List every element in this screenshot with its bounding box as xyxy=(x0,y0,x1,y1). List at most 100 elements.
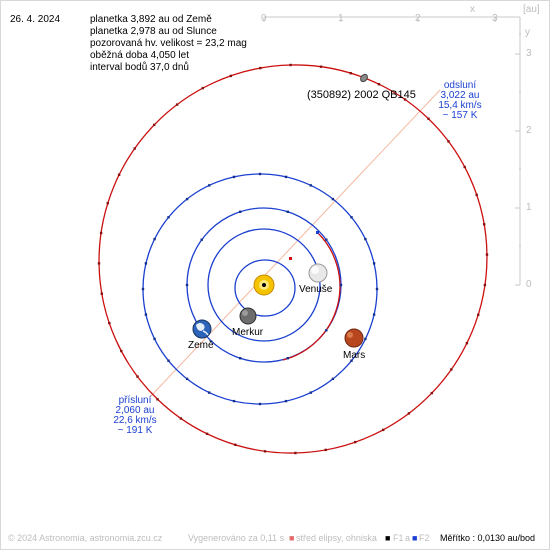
orbit-point xyxy=(447,140,450,143)
orbit-point xyxy=(175,103,179,106)
orbit-point xyxy=(205,432,209,435)
orbit-point xyxy=(483,223,486,226)
info-line: planetka 2,978 au od Slunce xyxy=(90,26,217,37)
orbit-point xyxy=(286,210,289,213)
orbit-point xyxy=(349,72,352,75)
mars-icon xyxy=(344,328,364,348)
orbit-point xyxy=(309,184,312,187)
orbit-point xyxy=(208,391,211,394)
planet-orbit-points xyxy=(141,172,379,406)
legend-f1-label: F1 xyxy=(393,533,404,543)
orbit-point xyxy=(234,443,237,446)
orbit-point xyxy=(309,391,312,394)
orbit-point xyxy=(167,359,170,362)
orbit-point xyxy=(259,66,262,70)
legend-f2-marker: ■ xyxy=(412,533,418,543)
asteroid-icon xyxy=(360,73,368,83)
aphelion-label: odsluní xyxy=(443,80,477,91)
orbit-point xyxy=(229,74,232,78)
orbit-point xyxy=(284,175,288,179)
orbit-point xyxy=(377,83,381,86)
orbit-point xyxy=(201,86,204,90)
info-line: oběžná doba 4,050 let xyxy=(90,50,189,61)
orbit-point xyxy=(153,237,156,241)
orbit-point xyxy=(133,147,136,150)
x-tick-label: 1 xyxy=(338,13,344,24)
sun-icon xyxy=(253,274,275,296)
orbit-point xyxy=(483,283,487,287)
orbit-point xyxy=(232,399,236,403)
x-axis-label: x xyxy=(470,4,475,15)
orbit-point xyxy=(427,117,430,120)
info-line: pozorovaná hv. velikost = 23,2 mag xyxy=(90,38,247,49)
orbit-point xyxy=(106,202,109,205)
orbit-point xyxy=(354,440,357,444)
orbit-point xyxy=(286,357,289,360)
orbit-point xyxy=(100,292,103,295)
orbit-point xyxy=(153,337,156,341)
legend-center-label: střed elipsy, ohniska xyxy=(296,533,377,543)
axis-minor-ticks xyxy=(519,33,521,247)
legend-a-label: a xyxy=(405,533,411,543)
orbit-point xyxy=(263,450,267,453)
orbit-point xyxy=(450,368,453,371)
orbit-point xyxy=(156,398,159,401)
generated-text: Vygenerováno za 0,11 s xyxy=(188,533,285,543)
orbit-point xyxy=(475,193,478,197)
copyright-text: © 2024 Astronomia, astronomia.zcu.cz xyxy=(8,533,163,543)
y-tick-label: 2 xyxy=(526,125,532,136)
x-tick-label: 3 xyxy=(492,13,498,24)
orbit-point xyxy=(364,337,367,341)
y-tick-label: 0 xyxy=(526,279,532,290)
x-tick-label: 2 xyxy=(415,13,421,24)
venus-orbit xyxy=(207,228,321,342)
orbit-point xyxy=(403,98,407,101)
mars-orbit-highlight xyxy=(282,231,341,361)
orbit-point xyxy=(117,173,121,176)
date-label: 26. 4. 2024 xyxy=(10,14,61,25)
orbit-point xyxy=(331,197,335,201)
scale-text: Měřítko : 0,0130 au/bod xyxy=(440,533,536,543)
venus-label: Venuše xyxy=(299,284,333,295)
mars-label: Mars xyxy=(343,350,366,361)
perihelion-distance: 2,060 au xyxy=(115,405,155,416)
orbit-point xyxy=(372,313,376,316)
orbit-point xyxy=(407,412,411,415)
earth-label: Země xyxy=(188,340,214,351)
orbit-point xyxy=(144,313,148,316)
axes xyxy=(263,16,521,286)
orbit-point xyxy=(200,238,203,241)
asteroid-name: (350892) 2002 QB145 xyxy=(307,89,416,101)
orbit-point xyxy=(465,342,469,345)
orbit-point xyxy=(239,210,242,213)
aphelion-speed: 15,4 km/s xyxy=(438,100,482,111)
orbit-point xyxy=(136,375,139,378)
orbit-point xyxy=(97,262,101,265)
orbit-point xyxy=(350,359,353,362)
orbit-point xyxy=(153,123,156,127)
info-line: interval bodů 37,0 dnů xyxy=(90,62,189,73)
perihelion-speed: 22,6 km/s xyxy=(113,415,157,426)
orbit-point xyxy=(430,391,433,395)
aphelion-distance: 3,022 au xyxy=(440,90,480,101)
legend-center-marker: ■ xyxy=(289,533,295,543)
legend-f1-marker: ■ xyxy=(385,533,391,543)
orbit-point xyxy=(185,197,189,201)
orbit-point xyxy=(324,448,327,452)
orbit-point xyxy=(364,237,367,241)
y-tick-label: 3 xyxy=(526,48,532,59)
orbit-point xyxy=(179,417,183,420)
info-line: planetka 3,892 au od Země xyxy=(90,14,212,25)
mercury-icon xyxy=(239,307,257,325)
orbit-point xyxy=(477,313,480,316)
orbit-point xyxy=(331,377,335,381)
orbit-point xyxy=(339,283,343,287)
orbit-point xyxy=(185,377,189,381)
mercury-orbit xyxy=(234,259,296,317)
focus-marker xyxy=(316,231,319,234)
orbit-point xyxy=(232,175,236,179)
orbit-point xyxy=(284,399,288,403)
orbit-point xyxy=(239,357,242,360)
orbit-point xyxy=(485,253,489,256)
